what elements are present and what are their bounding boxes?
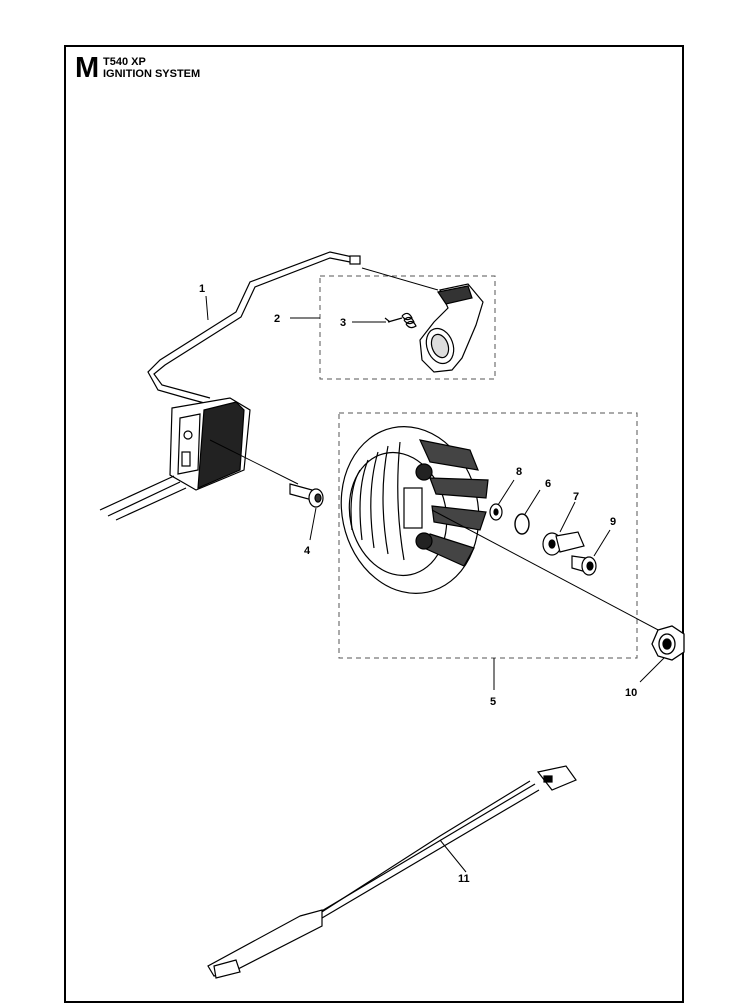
callout-4: 4 bbox=[304, 545, 311, 557]
part-spring bbox=[384, 312, 417, 329]
part-flywheel bbox=[340, 426, 663, 633]
callout-6: 6 bbox=[545, 478, 551, 490]
part-nut bbox=[639, 625, 685, 683]
part-ignition-module bbox=[99, 397, 299, 521]
callout-9: 9 bbox=[610, 516, 616, 528]
group-box-2 bbox=[319, 275, 496, 380]
part-washer-8 bbox=[489, 479, 515, 521]
system-title: IGNITION SYSTEM bbox=[103, 68, 201, 80]
callout-1: 1 bbox=[199, 283, 205, 295]
callout-7: 7 bbox=[573, 491, 579, 503]
group-box-5 bbox=[338, 412, 638, 659]
part-key-7 bbox=[542, 501, 585, 556]
callout-2: 2 bbox=[274, 313, 280, 325]
part-boot bbox=[361, 267, 484, 373]
diagram-frame bbox=[64, 45, 684, 1003]
callout-5: 5 bbox=[490, 696, 496, 708]
section-letter: M bbox=[75, 52, 100, 84]
part-screw bbox=[289, 483, 324, 541]
model-name: T540 XP bbox=[103, 56, 146, 68]
callout-11: 11 bbox=[458, 873, 470, 885]
part-cable-harness bbox=[207, 765, 577, 979]
part-bolt-9 bbox=[571, 529, 611, 576]
part-clip-6 bbox=[514, 489, 541, 535]
callout-3: 3 bbox=[340, 317, 346, 329]
callout-10: 10 bbox=[625, 687, 637, 699]
leader-lines bbox=[205, 295, 495, 690]
callout-8: 8 bbox=[516, 466, 522, 478]
part-cable bbox=[147, 251, 361, 405]
